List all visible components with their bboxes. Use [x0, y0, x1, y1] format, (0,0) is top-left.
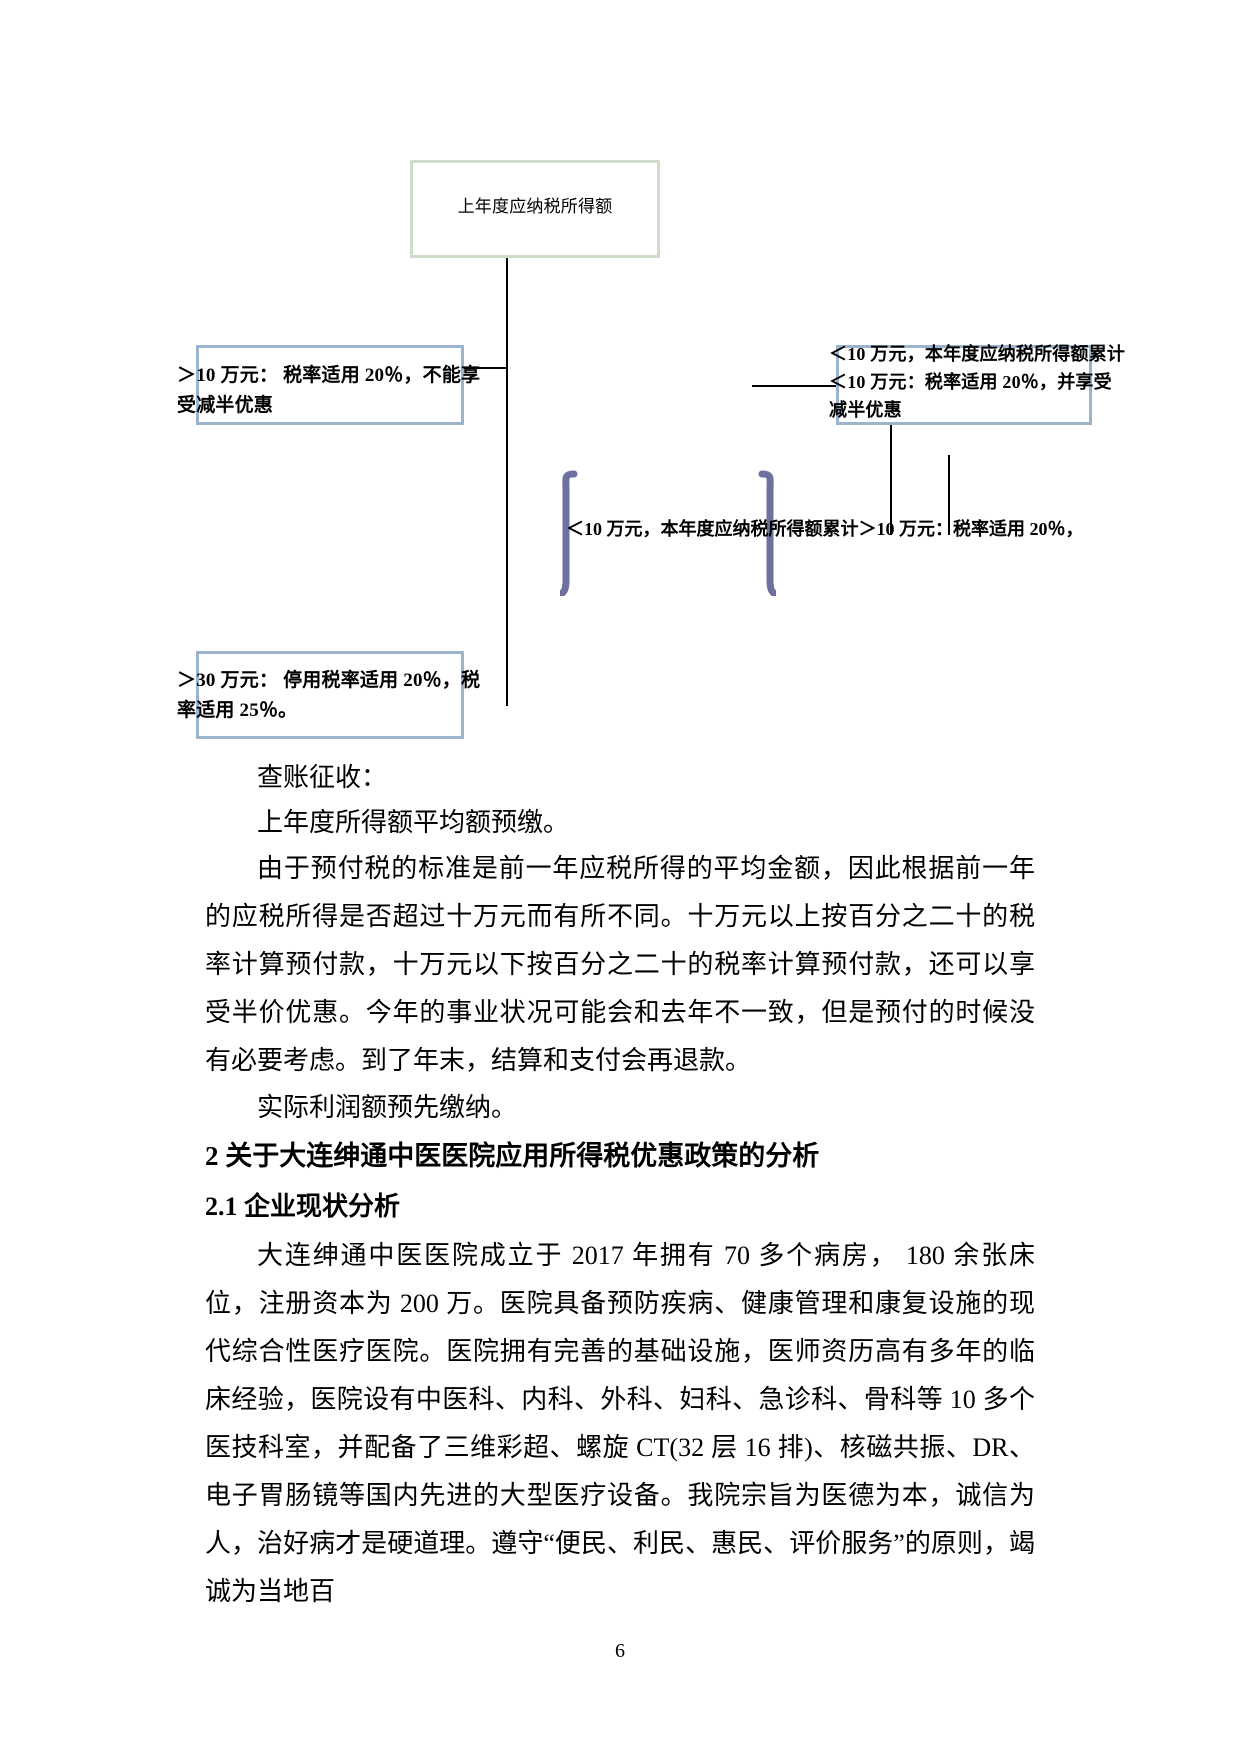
diagram-box-left: ＞10 万元： 税率适用 20％，不能享受减半优惠	[177, 345, 480, 425]
heading-level-3: 2.1 企业现状分析	[205, 1192, 401, 1221]
diagram-box-left-label: ＞10 万元： 税率适用 20％，不能享受减半优惠	[177, 365, 481, 416]
body-line-2: 上年度所得额平均额预缴。	[257, 808, 570, 837]
diagram-box-right-label: ＜10 万元，本年度应纳税所得额累计 ＜10 万元：税率适用 20％，并享受减半…	[829, 344, 1126, 420]
diagram-box-right: ＜10 万元，本年度应纳税所得额累计 ＜10 万元：税率适用 20％，并享受减半…	[829, 344, 1125, 425]
connector-horizontal-left	[464, 367, 508, 369]
connector-vertical-tail	[948, 455, 950, 535]
connector-vertical-right-drop	[890, 425, 892, 535]
body-paragraph-2: 大连绅通中医医院成立于 2017 年拥有 70 多个病房， 180 余张床位，注…	[205, 1241, 1035, 1606]
diagram-box-top: 上年度应纳税所得额	[410, 160, 660, 258]
diagram-box-bottom: ＞30 万元： 停用税率适用 20％，税率适用 25％。	[177, 651, 480, 739]
curly-brace-icon	[560, 468, 776, 596]
body-line-1: 查账征收：	[257, 763, 388, 792]
page-number: 6	[615, 1640, 625, 1662]
tax-rate-flow-diagram: 上年度应纳税所得额 ＞10 万元： 税率适用 20％，不能享受减半优惠 ＜10 …	[0, 0, 1240, 770]
body-paragraph-1: 由于预付税的标准是前一年应税所得的平均金额，因此根据前一年的应税所得是否超过十万…	[205, 854, 1035, 1075]
diagram-box-top-label: 上年度应纳税所得额	[457, 197, 613, 216]
document-body: 查账征收： 上年度所得额平均额预缴。 由于预付税的标准是前一年应税所得的平均金额…	[205, 755, 1035, 1616]
body-line-3: 实际利润额预先缴纳。	[257, 1093, 518, 1122]
connector-horizontal-right	[752, 385, 838, 387]
diagram-box-bottom-label: ＞30 万元： 停用税率适用 20％，税率适用 25％。	[177, 670, 481, 721]
connector-vertical-main	[506, 258, 508, 706]
heading-level-2: 2 关于大连绅通中医医院应用所得税优惠政策的分析	[205, 1141, 820, 1171]
diagram-brace-label: ＜10 万元，本年度应纳税所得额累计＞10 万元：税率适用 20％，	[566, 519, 1084, 539]
